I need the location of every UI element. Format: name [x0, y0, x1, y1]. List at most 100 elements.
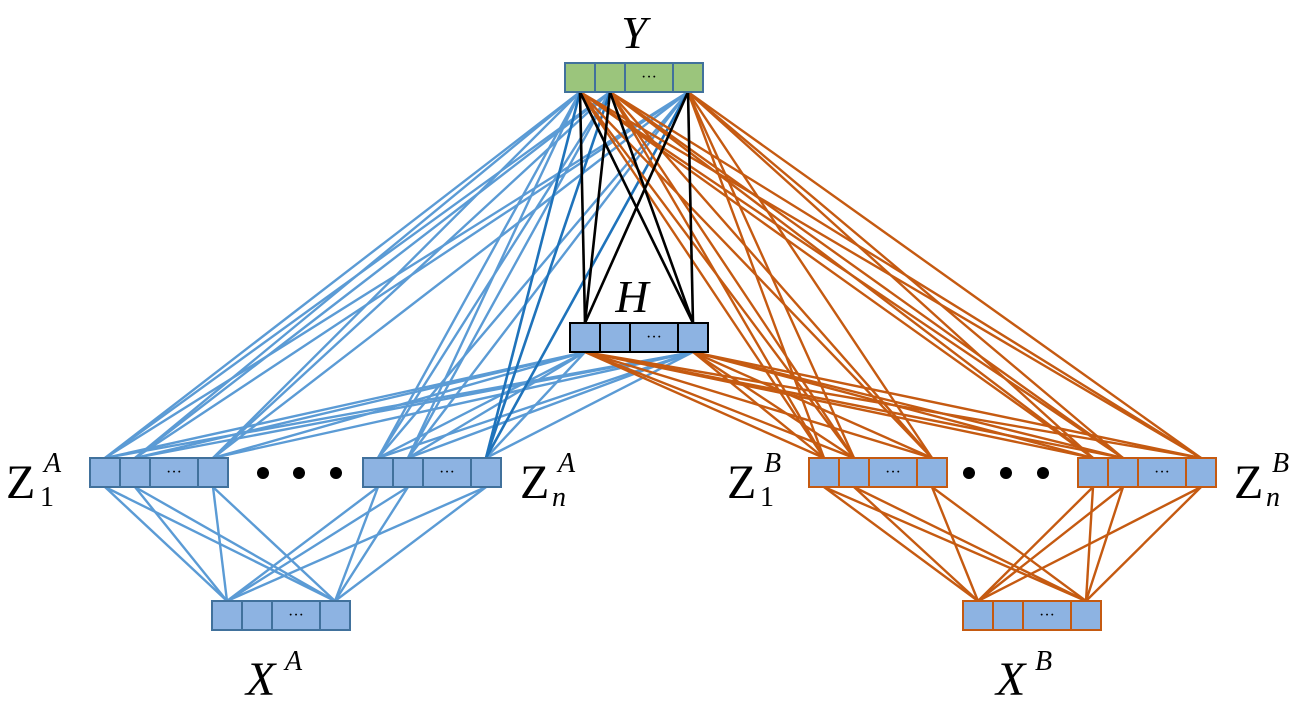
edge-Z1B-Y [579, 91, 933, 459]
node-XA: ··· [211, 600, 351, 631]
cell-ellipsis: ··· [885, 464, 901, 481]
edge-ZnB-H [584, 350, 1202, 460]
cell [241, 600, 273, 631]
svg-text:A: A [556, 448, 576, 479]
label-Y: Y [621, 7, 651, 58]
edge-Z1A-H [134, 350, 694, 460]
label-Z1A: Z A 1 [6, 448, 62, 513]
edge-ZnA-Y [484, 91, 612, 459]
edge-ZnA-Y [484, 91, 582, 459]
label-XB: X B [994, 646, 1052, 705]
edge-Z1B-H [584, 350, 933, 460]
edge-ZnB-Y [579, 91, 1124, 459]
edge-Z1B-H [584, 350, 855, 460]
edge-Z1A-H [212, 350, 694, 460]
svg-text:Z: Z [520, 456, 549, 509]
svg-text:1: 1 [760, 482, 774, 513]
edge-ZnA-H [377, 350, 586, 460]
edge-Z1A-Y [134, 91, 581, 459]
edge-XA-Z1A [104, 485, 336, 603]
cell [594, 62, 626, 93]
edge-XB-ZnB [1084, 486, 1095, 602]
svg-text:Z: Z [727, 456, 756, 509]
edge-ZnA-H [485, 350, 694, 460]
edges-layer [104, 90, 1202, 603]
edge-ZnA-Y [484, 91, 690, 459]
cell [569, 322, 601, 353]
edge-ZnB-Y [609, 91, 1124, 459]
edge-ZnA-H [485, 351, 586, 459]
cell [149, 457, 199, 488]
edge-ZnA-H [407, 350, 586, 460]
cell [564, 62, 596, 93]
edge-XA-ZnA [226, 486, 379, 602]
edge-Z1A-Y [212, 91, 611, 459]
edge-Z1B-H [692, 350, 933, 460]
ellipsis-B [963, 467, 1049, 479]
edge-XB-Z1B [823, 486, 979, 602]
edge-ZnB-Y [579, 91, 1094, 459]
cell [808, 457, 840, 488]
nodes-layer: ························ [89, 62, 1217, 631]
cell [962, 600, 994, 631]
edge-H-Y [578, 91, 695, 324]
cell [89, 457, 121, 488]
cell-ellipsis: ··· [288, 607, 304, 624]
edge-Z1B-Y [579, 91, 825, 459]
svg-text:A: A [283, 646, 303, 677]
label-H: H [614, 271, 651, 322]
svg-text:1: 1 [40, 482, 54, 513]
edge-ZnA-Y [406, 91, 582, 459]
edge-ZnB-Y [687, 91, 1202, 459]
edge-XA-Z1A [134, 485, 336, 603]
edge-XB-Z1B [853, 486, 979, 602]
edge-XB-Z1B [823, 485, 1087, 603]
edge-H-Y [686, 91, 695, 324]
cell [1070, 600, 1102, 631]
cell [362, 457, 394, 488]
cell-ellipsis: ··· [641, 69, 657, 86]
svg-text:B: B [1272, 448, 1289, 479]
svg-text:X: X [244, 653, 277, 705]
edge-Z1A-Y [104, 91, 581, 459]
edge-XA-ZnA [333, 486, 410, 602]
svg-text:B: B [1035, 646, 1052, 677]
edge-XB-ZnB [1085, 486, 1202, 602]
edge-Z1B-Y [687, 91, 933, 459]
label-Z1B: Z B 1 [727, 448, 781, 513]
edge-Z1B-H [692, 350, 855, 460]
edge-Z1A-Y [212, 91, 581, 459]
cell [838, 457, 870, 488]
cell [319, 600, 351, 631]
edge-XB-Z1B [931, 486, 1087, 602]
edge-H-Y [583, 91, 612, 324]
cell [868, 457, 918, 488]
edge-ZnB-H [584, 350, 1124, 460]
cell [1107, 457, 1139, 488]
cell [392, 457, 424, 488]
cell [677, 322, 709, 353]
edge-ZnB-Y [609, 90, 1202, 460]
node-Z1B: ··· [808, 457, 948, 488]
edge-H-Y [608, 91, 695, 324]
edge-XA-Z1A [104, 486, 228, 602]
edge-XB-Z1B [853, 485, 1087, 603]
edge-XB-ZnB [977, 486, 1124, 602]
svg-text:A: A [42, 448, 62, 479]
cell-ellipsis: ··· [166, 464, 182, 481]
svg-text:Z: Z [1234, 456, 1263, 509]
svg-text:n: n [1266, 482, 1280, 513]
svg-text:B: B [764, 448, 781, 479]
cell-ellipsis: ··· [1039, 607, 1055, 624]
edge-ZnB-Y [579, 90, 1202, 460]
cell [672, 62, 704, 93]
edge-ZnA-Y [376, 91, 582, 459]
edge-Z1A-H [212, 350, 586, 460]
svg-text:Z: Z [6, 456, 35, 509]
node-Y: ··· [564, 62, 704, 93]
cell [992, 600, 1024, 631]
edge-Z1B-Y [609, 91, 855, 459]
edge-Z1B-H [584, 350, 825, 460]
cell-ellipsis: ··· [1154, 464, 1170, 481]
